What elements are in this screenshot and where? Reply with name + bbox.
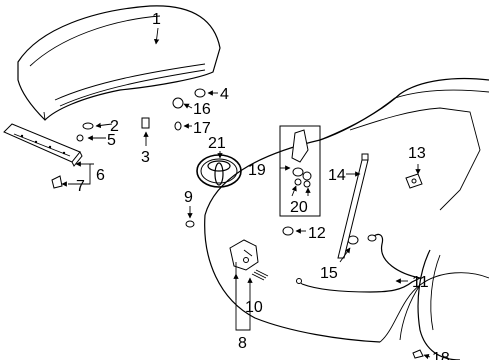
lock-assembly-box xyxy=(279,125,321,217)
callout-11: 11 xyxy=(412,274,429,291)
hood-panel xyxy=(17,5,221,121)
callout-21: 21 xyxy=(208,135,226,152)
callout-8: 8 xyxy=(238,335,247,352)
washer-nozzle xyxy=(405,173,423,189)
clip-parts xyxy=(51,88,424,359)
callout-17: 17 xyxy=(193,120,211,137)
callout-7: 7 xyxy=(76,178,85,195)
release-cable xyxy=(296,233,422,293)
callout-12: 12 xyxy=(308,225,326,242)
callout-13: 13 xyxy=(408,145,426,162)
hood-weatherstrip xyxy=(3,123,83,167)
callout-9: 9 xyxy=(184,189,193,206)
callout-15: 15 xyxy=(320,265,338,282)
callout-5: 5 xyxy=(107,132,116,149)
callout-3: 3 xyxy=(141,149,150,166)
callout-2: 2 xyxy=(110,118,119,135)
callout-1: 1 xyxy=(152,11,161,28)
callout-18: 18 xyxy=(432,350,450,360)
hood-latch xyxy=(229,239,269,281)
callout-4: 4 xyxy=(220,86,229,103)
callout-10: 10 xyxy=(245,299,263,316)
callout-6: 6 xyxy=(96,167,105,184)
leader-lines xyxy=(61,27,431,360)
toyota-emblem xyxy=(196,154,242,188)
callout-20: 20 xyxy=(290,199,308,216)
callout-14: 14 xyxy=(328,167,346,184)
hood-support-rod xyxy=(337,153,369,259)
callout-19: 19 xyxy=(248,162,266,179)
callout-16: 16 xyxy=(193,101,211,118)
vehicle-body xyxy=(204,77,489,360)
